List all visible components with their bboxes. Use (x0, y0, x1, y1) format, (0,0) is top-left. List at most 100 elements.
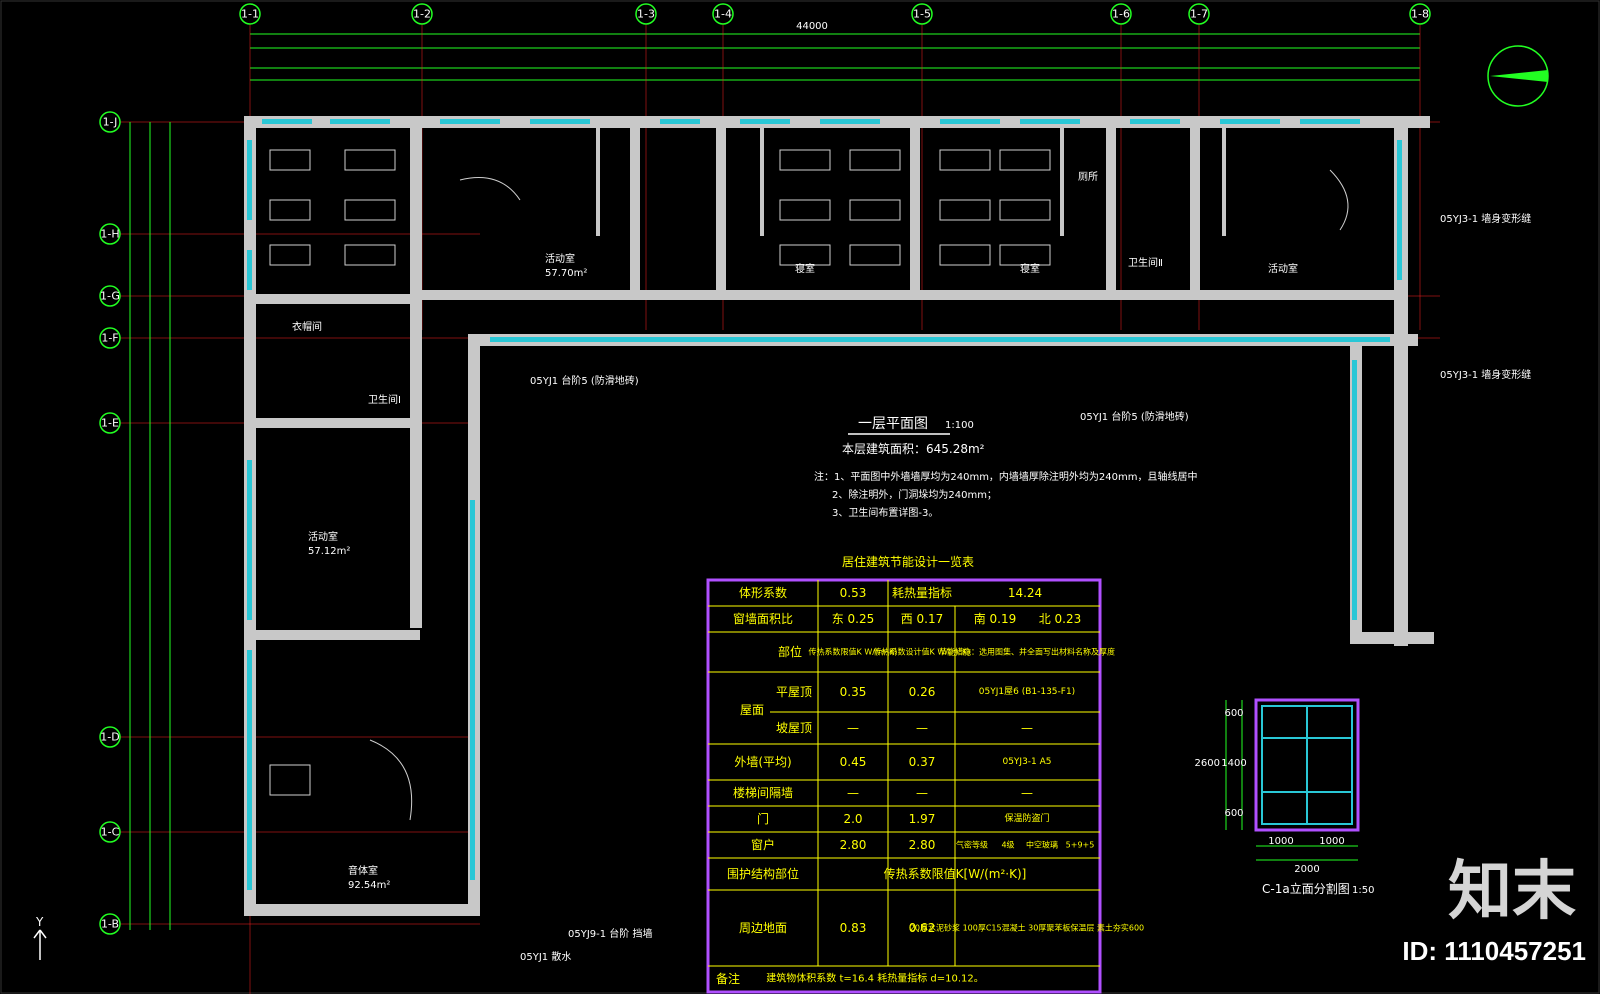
table-cell: — (847, 786, 859, 800)
window-detail-scale: 1:50 (1352, 885, 1374, 896)
table-cell: 部位 (778, 644, 802, 659)
window-detail-title: C-1a立面分割图 (1262, 881, 1350, 896)
table-cell: 北 0.23 (1039, 612, 1082, 626)
table-cell: 1.97 (909, 812, 936, 826)
table-cell: 门 (757, 811, 769, 826)
left-axis-bubbles: 1-J 1-H 1-G 1-F 1-E 1-D 1-C 1-B (99, 111, 121, 935)
axis-label: 1-5 (913, 8, 931, 21)
height-dim: 600 (1224, 708, 1243, 719)
callout: 05YJ3-1 墙身变形缝 (1440, 368, 1531, 381)
height-dim: 1400 (1221, 758, 1246, 769)
table-cell: 楼梯间隔墙 (733, 785, 793, 800)
table-cell: 耗热量指标 (892, 585, 952, 600)
table-cell: — (1021, 786, 1033, 800)
note-line: 2、除注明外，门洞垛均为240mm； (832, 488, 997, 501)
axis-label: 1-4 (714, 8, 732, 21)
axis-label: 1-C (101, 826, 120, 839)
axis-label: 1-J (103, 116, 118, 129)
table-cell: 建筑物体积系数 t=16.4 耗热量指标 d=10.12。 (766, 972, 983, 985)
table-cell: 西 0.17 (901, 612, 944, 626)
table-cell: 0.62 (909, 921, 936, 935)
total-width-dim: 2000 (1294, 864, 1319, 875)
table-cell: 南 0.19 (974, 611, 1017, 626)
window-detail: 600 1400 600 2600 1000 1000 2000 C-1a立面分… (1195, 698, 1374, 896)
table-cell: 2.0 (843, 812, 862, 826)
axis-grid-horizontal (110, 121, 1440, 925)
room-label: 衣帽间 (292, 320, 322, 333)
room-labels: 活动室 57.70m² 寝室 寝室 活动室 活动室 57.12m² 音体室 92… (292, 171, 1298, 891)
callout: 05YJ1 台阶5 (防滑地砖) (1080, 410, 1189, 423)
axis-label: 1-F (101, 332, 118, 345)
callout: 05YJ1 台阶5 (防滑地砖) (530, 374, 639, 387)
table-cell: 2.80 (840, 838, 867, 852)
area-label: 本层建筑面积：645.28m² (842, 441, 985, 456)
drawing-scale: 1:100 (945, 420, 974, 431)
north-arrow-icon (1487, 45, 1549, 107)
table-cell: 窗户 (751, 837, 775, 852)
svg-text:Y: Y (35, 915, 44, 929)
brand-id: ID: 1110457251 (1402, 936, 1586, 966)
table-cell: 0.83 (840, 921, 867, 935)
axis-label: 1-7 (1190, 8, 1208, 21)
table-cell: 05YJ3-1 A5 (1002, 757, 1051, 767)
table-cell: 中空玻璃 (1026, 840, 1058, 850)
axis-label: 1-G (100, 290, 120, 303)
room-label: 音体室 (348, 864, 378, 877)
axis-grid-vertical (249, 20, 1421, 994)
table-cell: 传热系数限值K[W/(m²·K)] (884, 866, 1027, 881)
table-cell: 2.80 (909, 838, 936, 852)
room-label: 卫生间Ⅱ (1128, 256, 1163, 269)
table-cell: 14.24 (1008, 586, 1042, 600)
table-cell: — (916, 721, 928, 735)
axis-label: 1-2 (413, 8, 431, 21)
axis-label: 1-B (101, 918, 119, 931)
energy-table-title: 居住建筑节能设计一览表 (842, 554, 974, 569)
table-cell: 屋面 (740, 703, 764, 717)
table-cell: 节能措施：选用图集、并全面写出材料名称及厚度 (939, 647, 1115, 657)
table-cell: 0.35 (840, 685, 867, 699)
note-line: 注：1、平面图中外墙墙厚均为240mm，内墙墙厚除注明外均为240mm，且轴线居… (814, 470, 1198, 483)
table-cell: 0.37 (909, 755, 936, 769)
drawing-title: 一层平面图 (858, 416, 928, 432)
callout: 05YJ1 散水 (520, 950, 571, 963)
axis-label: 1-D (100, 731, 119, 744)
table-cell: 气密等级 (956, 840, 988, 850)
room-area: 57.70m² (545, 268, 587, 279)
left-dimension-chain (129, 122, 171, 930)
room-label: 活动室 (545, 252, 575, 265)
drawing-title-block: 一层平面图 1:100 本层建筑面积：645.28m² 注：1、平面图中外墙墙厚… (814, 416, 1198, 519)
table-cell: 20厚水泥砂浆 100厚C15混凝土 30厚聚苯板保温层 素土夯实600 (910, 923, 1144, 933)
energy-table: 居住建筑节能设计一览表 体形系数 0.53 耗热量指标 14.24 窗墙面积比 … (706, 554, 1144, 994)
axis-label: 1-E (101, 417, 119, 430)
room-area: 92.54m² (348, 880, 390, 891)
axis-label: 1-8 (1411, 8, 1429, 21)
table-cell: 窗墙面积比 (733, 612, 793, 626)
table-cell: 0.26 (909, 685, 936, 699)
table-cell: 5+9+5 (1066, 841, 1095, 850)
top-dimension-chain (250, 33, 1420, 81)
window-strips (247, 119, 1402, 890)
table-cell: 05YJ1屋6 (B1-135-F1) (979, 686, 1075, 697)
width-dim: 1000 (1268, 836, 1293, 847)
room-label: 寝室 (795, 262, 815, 275)
height-dim: 600 (1224, 808, 1243, 819)
table-cell: 平屋顶 (776, 685, 812, 699)
table-cell: 外墙(平均) (734, 755, 791, 769)
table-cell: 围护结构部位 (727, 866, 799, 881)
table-cell: 0.53 (840, 586, 867, 600)
room-label: 卫生间Ⅰ (368, 393, 401, 406)
ucs-axis-icon: Y (33, 915, 47, 960)
room-label: 寝室 (1020, 262, 1040, 275)
overall-dimension: 44000 (796, 21, 828, 32)
callout: 05YJ3-1 墙身变形缝 (1440, 212, 1531, 225)
table-cell: 体形系数 (739, 585, 787, 600)
axis-label: 1-1 (241, 8, 259, 21)
table-cell: 东 0.25 (832, 612, 875, 626)
furniture-layout (269, 149, 1349, 821)
room-label: 活动室 (1268, 262, 1298, 275)
table-cell: — (916, 786, 928, 800)
table-cell: — (847, 721, 859, 735)
callouts: 05YJ3-1 墙身变形缝 05YJ3-1 墙身变形缝 05YJ1 台阶5 (防… (520, 212, 1531, 963)
axis-label: 1-6 (1112, 8, 1130, 21)
width-dim: 1000 (1319, 836, 1344, 847)
